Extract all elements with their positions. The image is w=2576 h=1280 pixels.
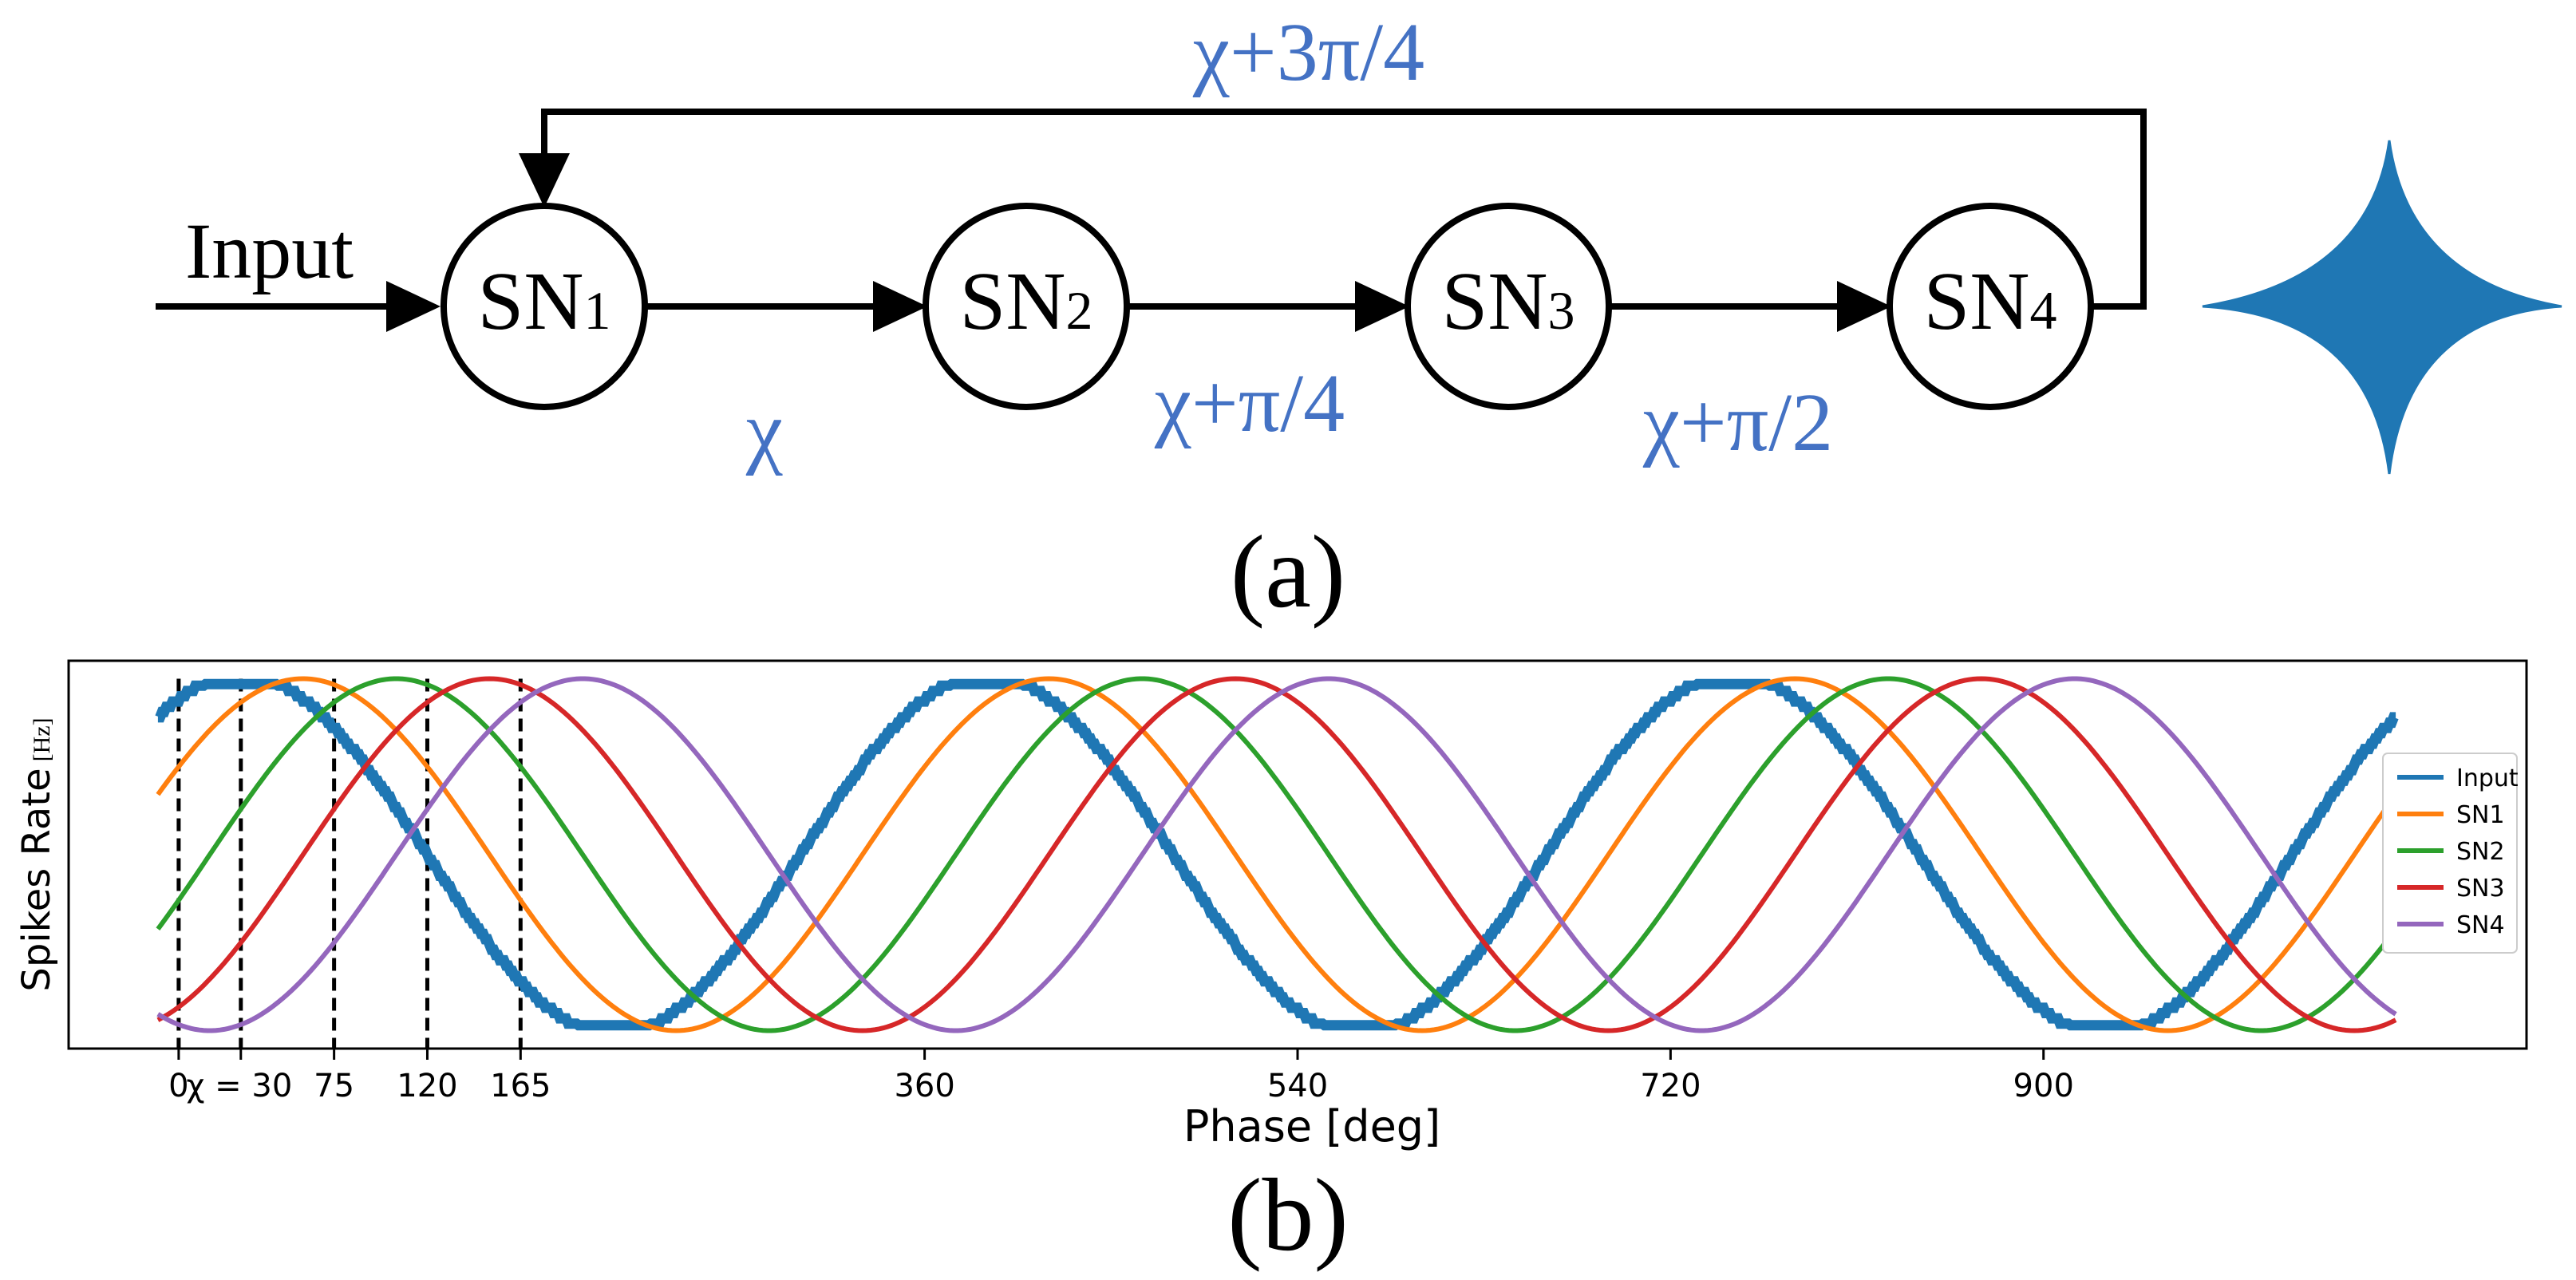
- node-subscript: 4: [2029, 280, 2056, 341]
- vertical-markers: [176, 678, 523, 1049]
- node-label: SN: [960, 255, 1066, 347]
- caption-a: (a): [1231, 515, 1345, 630]
- node-label: SN: [1924, 255, 2030, 347]
- legend-label: SN2: [2456, 838, 2505, 866]
- x-tick-label: 75: [314, 1068, 354, 1104]
- edge-label-chi: χ: [745, 385, 783, 476]
- y-axis-unit: [Hz]: [29, 717, 55, 761]
- svg-text:SN2: SN2: [960, 255, 1093, 347]
- input-arrowhead: [386, 281, 441, 332]
- node-sn3: SN3: [1405, 203, 1612, 410]
- node-sn4: SN4: [1887, 203, 2094, 410]
- node-label: SN: [478, 255, 584, 347]
- series-line-input: [155, 678, 2399, 1031]
- x-axis-ticks: 0χ = 30 75 120 165 360 540 720 900: [168, 1049, 2074, 1104]
- plot-frame: [67, 659, 2528, 1050]
- x-tick-label: 0: [168, 1068, 188, 1104]
- series-line-sn4: [156, 676, 2397, 1033]
- x-tick-label: 165: [490, 1068, 551, 1104]
- x-tick-label: 360: [894, 1068, 954, 1104]
- x-tick-label: 720: [1640, 1068, 1701, 1104]
- node-sn1: SN1: [441, 203, 648, 410]
- feedback-label: χ+3π/4: [1192, 6, 1424, 98]
- legend-label: SN4: [2456, 911, 2505, 939]
- feedback-loop: [541, 109, 2147, 310]
- y-axis-label: Spikes Rate[Hz]: [14, 717, 59, 991]
- node-label: SN: [1442, 255, 1548, 347]
- input-label: Input: [185, 207, 354, 295]
- x-tick-label: χ = 30: [186, 1068, 292, 1104]
- edge-sn3-sn4-arrowhead: [1837, 281, 1891, 332]
- x-tick-label: 900: [2013, 1068, 2074, 1104]
- edge-label-chi-pi-4: χ+π/4: [1154, 358, 1345, 449]
- chart-series: [155, 676, 2399, 1033]
- svg-text:SN1: SN1: [478, 255, 611, 347]
- feedback-arrowhead: [519, 153, 570, 207]
- legend-label: SN1: [2456, 801, 2505, 829]
- four-point-star-icon: [2202, 140, 2562, 475]
- panel-a: Input SN1 SN2 SN3 SN4 χ χ+π/4 χ+: [156, 6, 2562, 630]
- x-axis-label: Phase [deg]: [1183, 1101, 1440, 1152]
- series-line-sn3: [156, 676, 2397, 1033]
- x-tick-label: 540: [1267, 1068, 1328, 1104]
- legend-label: SN3: [2456, 875, 2505, 903]
- edge-sn1-sn2-arrowhead: [873, 281, 927, 332]
- legend-box: [2382, 753, 2518, 954]
- panel-b: 0χ = 30 75 120 165 360 540 720 900 Spikes Rate[…: [14, 659, 2528, 1273]
- node-subscript: 1: [583, 280, 610, 341]
- legend-label: Input: [2456, 764, 2519, 792]
- edge-sn2-sn3-arrowhead: [1355, 281, 1409, 332]
- caption-b: (b): [1227, 1158, 1349, 1273]
- series-line-sn1: [156, 676, 2398, 1033]
- node-subscript: 2: [1065, 280, 1092, 341]
- node-subscript: 3: [1547, 280, 1574, 341]
- edge-label-chi-pi-2: χ+π/2: [1642, 377, 1833, 468]
- svg-text:SN4: SN4: [1924, 255, 2057, 347]
- node-sn2: SN2: [923, 203, 1130, 410]
- series-line-sn2: [156, 676, 2398, 1033]
- svg-text:SN3: SN3: [1442, 255, 1575, 347]
- x-tick-label: 120: [397, 1068, 457, 1104]
